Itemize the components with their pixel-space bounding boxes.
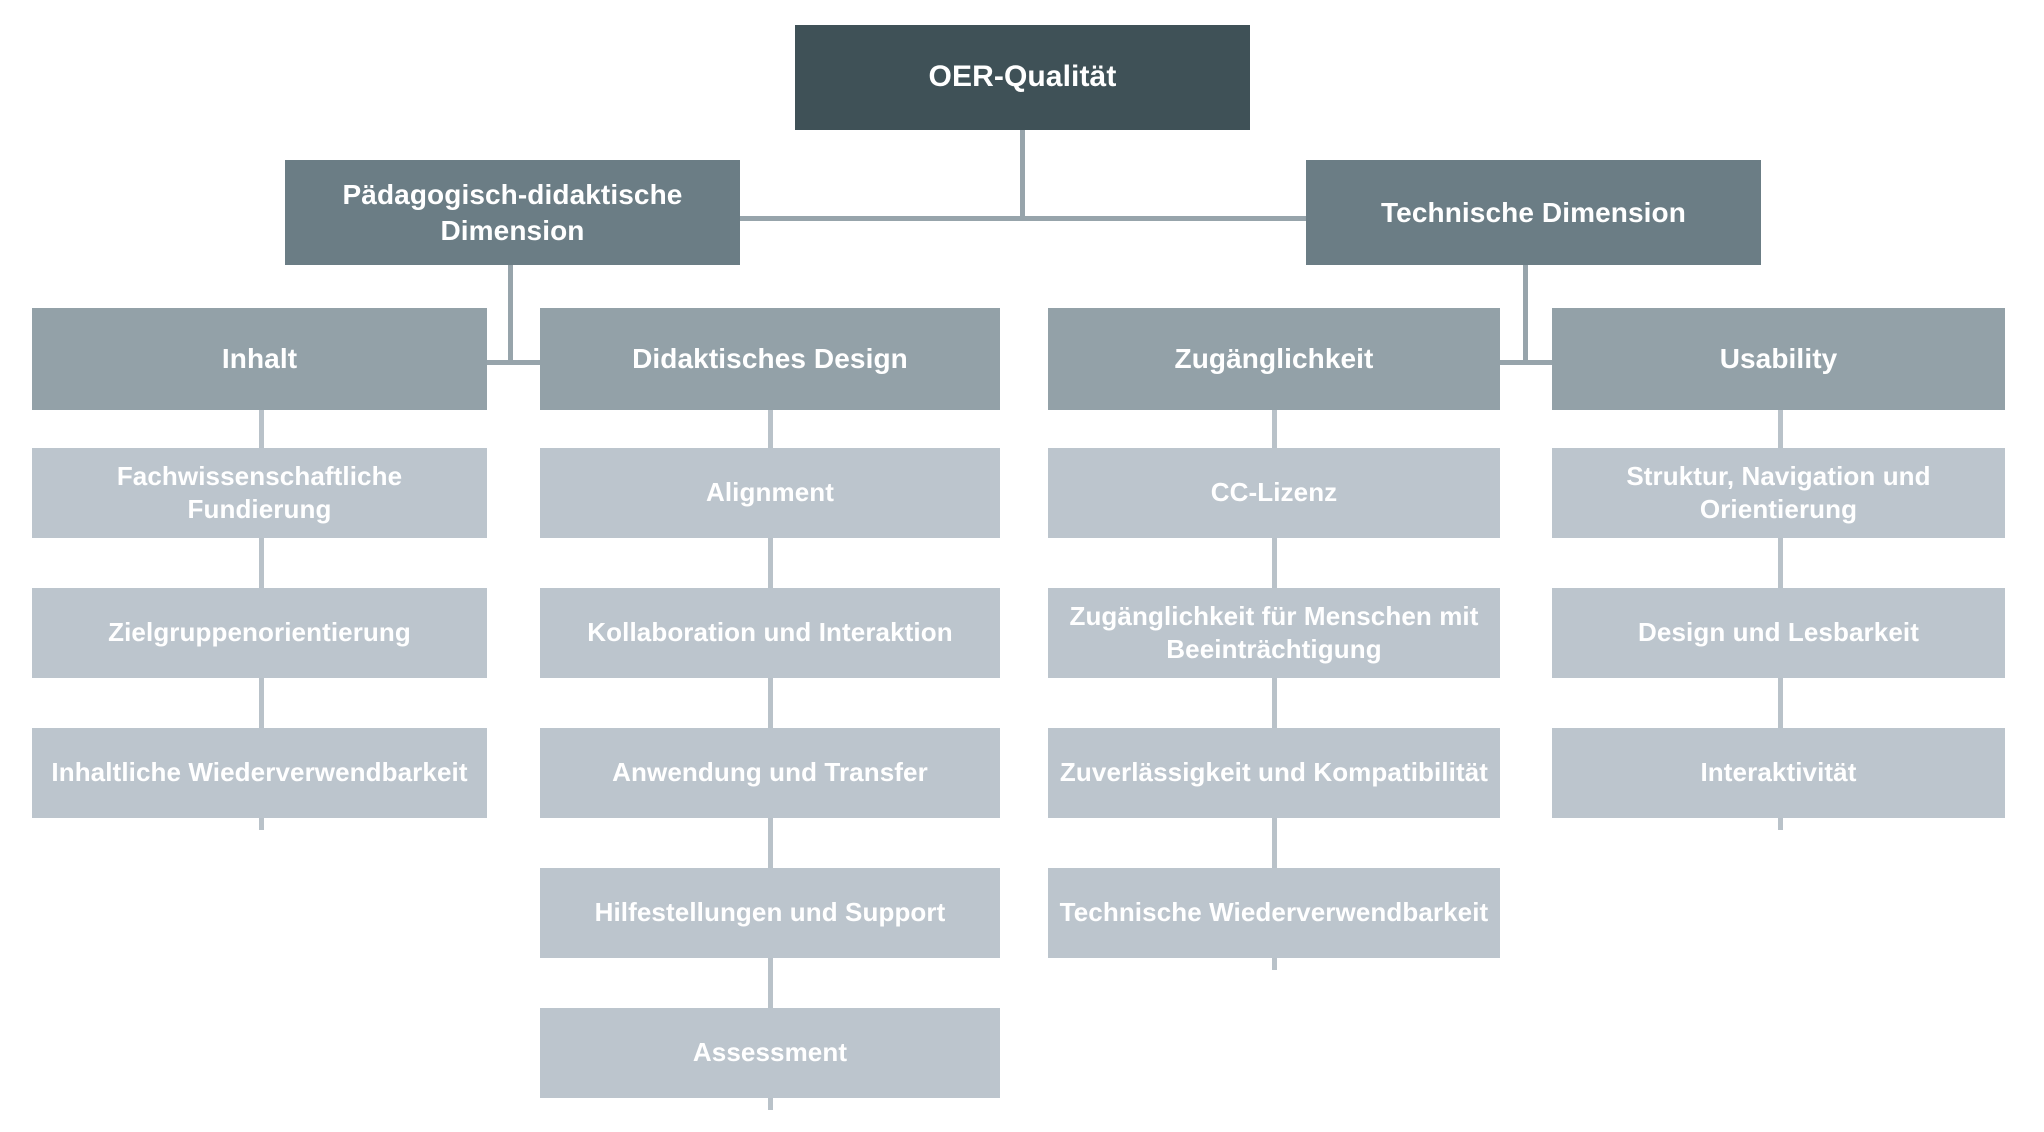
node-criterion-zuverlaessigkeit-und-kompatibilitaet[interactable]: Zuverlässigkeit und Kompatibilität	[1048, 728, 1500, 818]
node-criterion-zielgruppenorientierung[interactable]: Zielgruppenorientierung	[32, 588, 487, 678]
node-dimension-technisch[interactable]: Technische Dimension	[1306, 160, 1761, 265]
connector-pedagogical-category-bus	[463, 360, 558, 365]
node-criterion-zugaenglichkeit-beeintraechtigung[interactable]: Zugänglichkeit für Menschen mit Beeinträ…	[1048, 588, 1500, 678]
node-criterion-cc-lizenz[interactable]: CC-Lizenz	[1048, 448, 1500, 538]
node-category-inhalt[interactable]: Inhalt	[32, 308, 487, 410]
connector-dimension-bus	[740, 216, 1306, 221]
connector-technical-stem	[1523, 265, 1528, 365]
node-criterion-technische-wiederverwendbarkeit[interactable]: Technische Wiederverwendbarkeit	[1048, 868, 1500, 958]
node-criterion-alignment[interactable]: Alignment	[540, 448, 1000, 538]
node-criterion-struktur-navigation-orientierung[interactable]: Struktur, Navigation und Orientierung	[1552, 448, 2005, 538]
connector-technical-category-bus	[1478, 360, 1573, 365]
node-criterion-design-und-lesbarkeit[interactable]: Design und Lesbarkeit	[1552, 588, 2005, 678]
node-criterion-fachwissenschaftliche-fundierung[interactable]: Fachwissenschaftliche Fundierung	[32, 448, 487, 538]
connector-column-zugaenglichkeit-spine	[1272, 410, 1277, 970]
node-criterion-hilfestellungen-und-support[interactable]: Hilfestellungen und Support	[540, 868, 1000, 958]
connector-pedagogical-stem	[508, 265, 513, 365]
node-category-didaktisches-design[interactable]: Didaktisches Design	[540, 308, 1000, 410]
node-category-zugaenglichkeit[interactable]: Zugänglichkeit	[1048, 308, 1500, 410]
node-dimension-paedagogisch-didaktisch[interactable]: Pädagogisch-didaktische Dimension	[285, 160, 740, 265]
connector-root-stem	[1020, 130, 1025, 220]
node-criterion-kollaboration-und-interaktion[interactable]: Kollaboration und Interaktion	[540, 588, 1000, 678]
node-criterion-assessment[interactable]: Assessment	[540, 1008, 1000, 1098]
node-criterion-inhaltliche-wiederverwendbarkeit[interactable]: Inhaltliche Wiederverwendbarkeit	[32, 728, 487, 818]
node-criterion-anwendung-und-transfer[interactable]: Anwendung und Transfer	[540, 728, 1000, 818]
node-criterion-interaktivitaet[interactable]: Interaktivität	[1552, 728, 2005, 818]
node-category-usability[interactable]: Usability	[1552, 308, 2005, 410]
node-root-oer-qualitaet[interactable]: OER-Qualität	[795, 25, 1250, 130]
